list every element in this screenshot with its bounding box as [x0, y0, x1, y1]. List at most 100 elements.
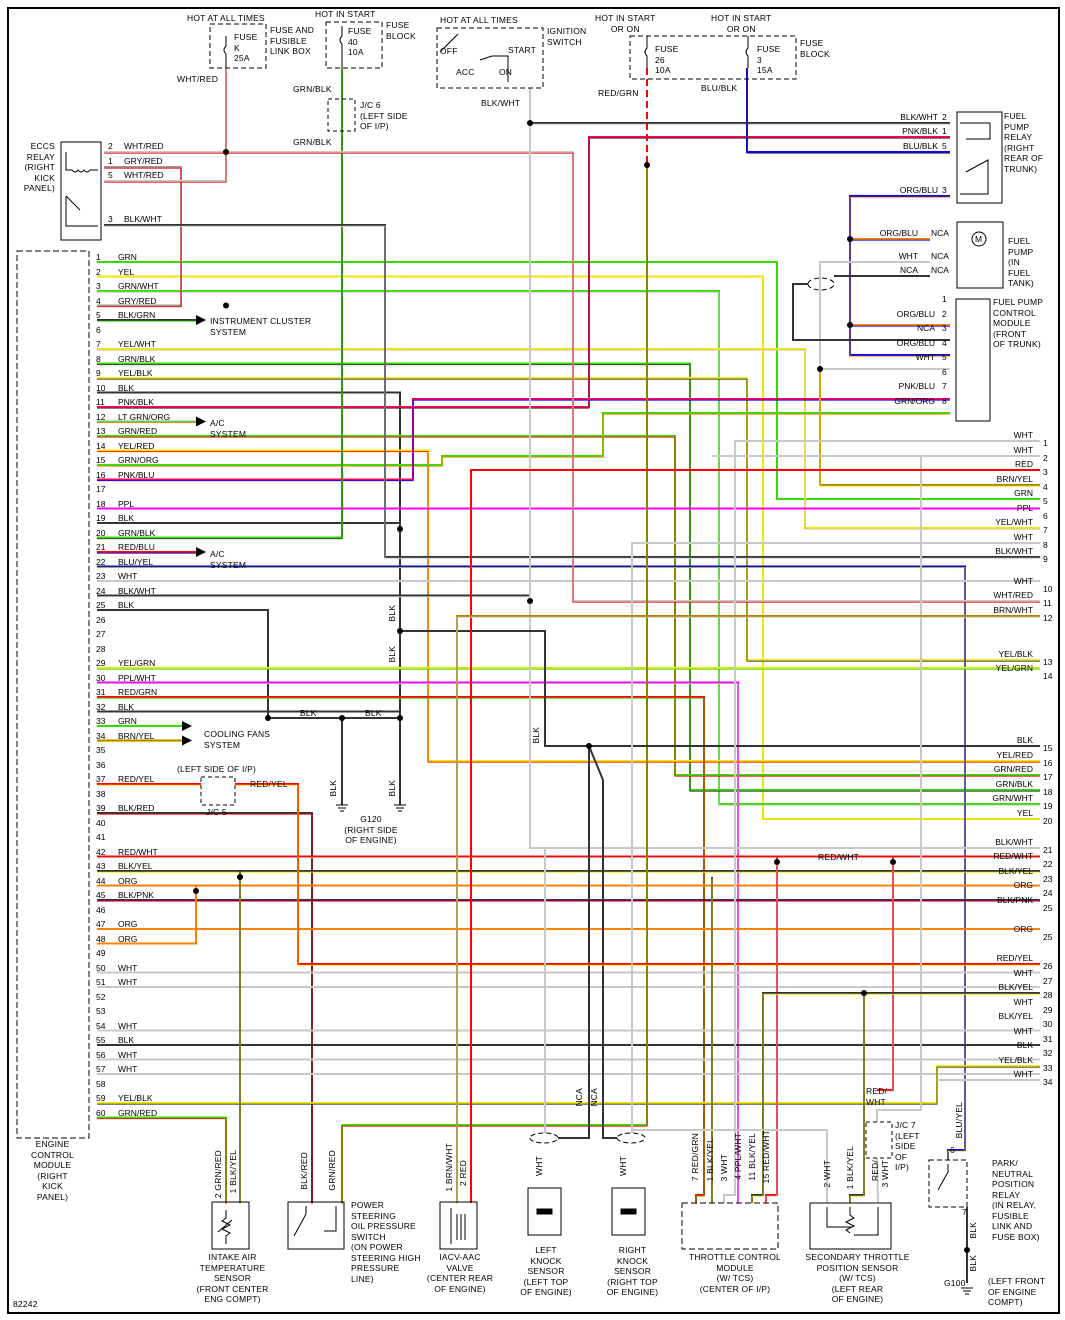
right-connector-wire-label: RED [1015, 459, 1033, 469]
ps-switch-contact-icon [293, 1206, 337, 1237]
ecm-pin-number: 6 [96, 324, 101, 335]
fuel-pump-relay-wire-label: PNK/BLK [902, 126, 938, 136]
wire-ecm-pin-2 [97, 275, 1040, 820]
fpcm-box [955, 298, 991, 422]
fuse-link-box-label: FUSE AND FUSIBLE LINK BOX [270, 25, 315, 56]
hot-at-all-times-label: HOT AT ALL TIMES [440, 15, 518, 25]
wire-brn-yel [819, 369, 1040, 487]
right-connector-pin-number: 16 [1043, 758, 1053, 768]
fpcm-wire-label: GRN/ORG [894, 395, 935, 406]
eccs-pin-wire-label: WHT/RED [124, 170, 164, 180]
right-connector-pin-number: 9 [1043, 554, 1048, 564]
wire-label-blk: BLK [328, 780, 338, 797]
instrument-cluster-label: INSTRUMENT CLUSTER SYSTEM [210, 316, 312, 337]
ecm-pin-wire-label: BLK/YEL [118, 861, 153, 871]
wire-ecm-pin-10 [97, 391, 401, 718]
fuel-pump-label: FUEL PUMP (IN FUEL TANK) [1008, 236, 1034, 288]
right-connector-wire-label: YEL/WHT [995, 517, 1033, 527]
wire-label-blk: BLK [387, 646, 397, 663]
tcm-pin-label: 15 RED/WHT [761, 1130, 771, 1184]
wire-ecm-pin-16 [97, 398, 950, 482]
right-connector-wire-label: BRN/WHT [993, 605, 1033, 615]
iat-pin1-label: 1 BLK/YEL [228, 1150, 238, 1194]
fuel-pump-motor-icon [971, 231, 987, 247]
eccs-pin-number: 5 [108, 170, 113, 180]
pnp-wire-in: BLU/YEL [954, 1102, 964, 1139]
wire-ecm-pin-45 [97, 899, 1040, 902]
ecm-pin-wire-label: GRN/BLK [118, 353, 156, 364]
hot-in-start-or-on-label: HOT IN START OR ON [595, 13, 656, 34]
ecm-pin-number: 31 [96, 687, 106, 697]
wire-stps-1 [849, 993, 865, 1205]
wire-grn-red-ps-switch [341, 165, 648, 1205]
pnp-wire-out: BLK [968, 1222, 978, 1239]
eccs-pin-number: 2 [108, 141, 113, 151]
ecm-pin-wire-label: GRN [118, 716, 137, 726]
ps-switch-box [287, 1201, 345, 1250]
ecm-pin-wire-label: WHT [118, 977, 138, 987]
ecm-pin-number: 51 [96, 977, 106, 987]
right-connector-pin-number: 28 [1043, 990, 1053, 1000]
ecm-pin-wire-label: BLK/PNK [118, 890, 154, 900]
ecm-pin-number: 47 [96, 919, 106, 929]
wire-label-nca: NCA [574, 1088, 584, 1107]
ecm-pin-number: 43 [96, 861, 106, 871]
tcm-box [681, 1202, 779, 1250]
eccs-pin-wire-label: WHT/RED [124, 141, 164, 151]
ecm-pin-number: 50 [96, 962, 106, 973]
fuse-3-icon [745, 36, 749, 68]
g120-ground-icon [336, 804, 406, 812]
right-connector-pin-number: 33 [1043, 1063, 1053, 1073]
ac-system-label: A/C SYSTEM [210, 418, 247, 439]
fpcm-pin-number: 1 [942, 294, 947, 304]
wire-label-grn-blk: GRN/BLK [293, 137, 332, 147]
wire-jc7-red-wht [877, 856, 894, 1092]
ecm-pin-number: 12 [96, 411, 106, 422]
ecm-pin-wire-label: YEL [118, 266, 135, 277]
right-connector-pin-number: 25 [1043, 903, 1053, 913]
fuel-pump-wire-label: ORG/BLU [879, 228, 918, 238]
fuel-pump-wire-label: NCA [900, 265, 918, 275]
ecm-pin-number: 29 [96, 658, 106, 668]
stps-pin-label: 1 BLK/YEL [845, 1146, 855, 1190]
wire-org-blu-fpcm2 [850, 324, 950, 327]
wire-label-blk: BLK [387, 605, 397, 622]
ecm-pin-number: 14 [96, 440, 106, 451]
ac-system-label: A/C SYSTEM [210, 549, 247, 570]
right-connector-pin-number: 15 [1043, 743, 1053, 753]
right-knock-label: RIGHT KNOCK SENSOR (RIGHT TOP OF ENGINE) [606, 1245, 659, 1297]
ecm-pin-number: 45 [96, 890, 106, 900]
stps-pin-label: 3 WHT [880, 1160, 890, 1188]
arrow-icon [196, 547, 206, 557]
wire-ecm-pin-42 [97, 855, 1040, 859]
fpcm-pin-number: 7 [942, 381, 947, 391]
eccs-relay-label: ECCS RELAY (RIGHT KICK PANEL) [23, 141, 55, 193]
right-connector-wire-label: BLK/YEL [998, 1011, 1034, 1021]
ecm-pin-number: 9 [96, 368, 101, 378]
fuel-pump-relay-label: FUEL PUMP RELAY (RIGHT REAR OF TRUNK) [1004, 111, 1044, 174]
wire-label-red-wht: RED/ WHT [866, 1086, 888, 1107]
splice-dot [847, 322, 853, 328]
right-connector-wire-label: WHT/RED [993, 590, 1033, 600]
fuse-40-label: FUSE 40 10A [348, 26, 372, 57]
ecm-pin-number: 58 [96, 1078, 106, 1089]
left-knock-label: LEFT KNOCK SENSOR (LEFT TOP OF ENGINE) [520, 1245, 572, 1297]
stps-label: SECONDARY THROTTLE POSITION SENSOR (W/ T… [805, 1252, 910, 1304]
ecm-pin-wire-label: LT GRN/ORG [118, 411, 171, 422]
fuel-pump-relay-wire-label: BLK/WHT [900, 112, 938, 122]
right-connector-pin-number: 19 [1043, 801, 1053, 811]
wire-layer [97, 68, 1040, 1283]
fuse-40-box [325, 21, 383, 69]
wire-ecm-pin-59 [97, 1065, 1040, 1105]
ecm-pin-number: 54 [96, 1020, 106, 1031]
eccs-pin-number: 3 [108, 214, 113, 224]
ecm-pin-number: 39 [96, 803, 106, 813]
ecm-box [16, 250, 90, 1139]
right-connector-wire-label: BLK/WHT [995, 546, 1033, 556]
right-connector-pin-number: 7 [1043, 525, 1048, 535]
ecm-pin-number: 57 [96, 1064, 106, 1074]
pnp-pin6: 6 [950, 1145, 955, 1155]
stps-pin-color-label: RED/ [870, 1160, 880, 1182]
right-connector-wire-label: YEL/BLK [998, 649, 1034, 659]
wire-ecm-pin-48 [97, 885, 197, 945]
